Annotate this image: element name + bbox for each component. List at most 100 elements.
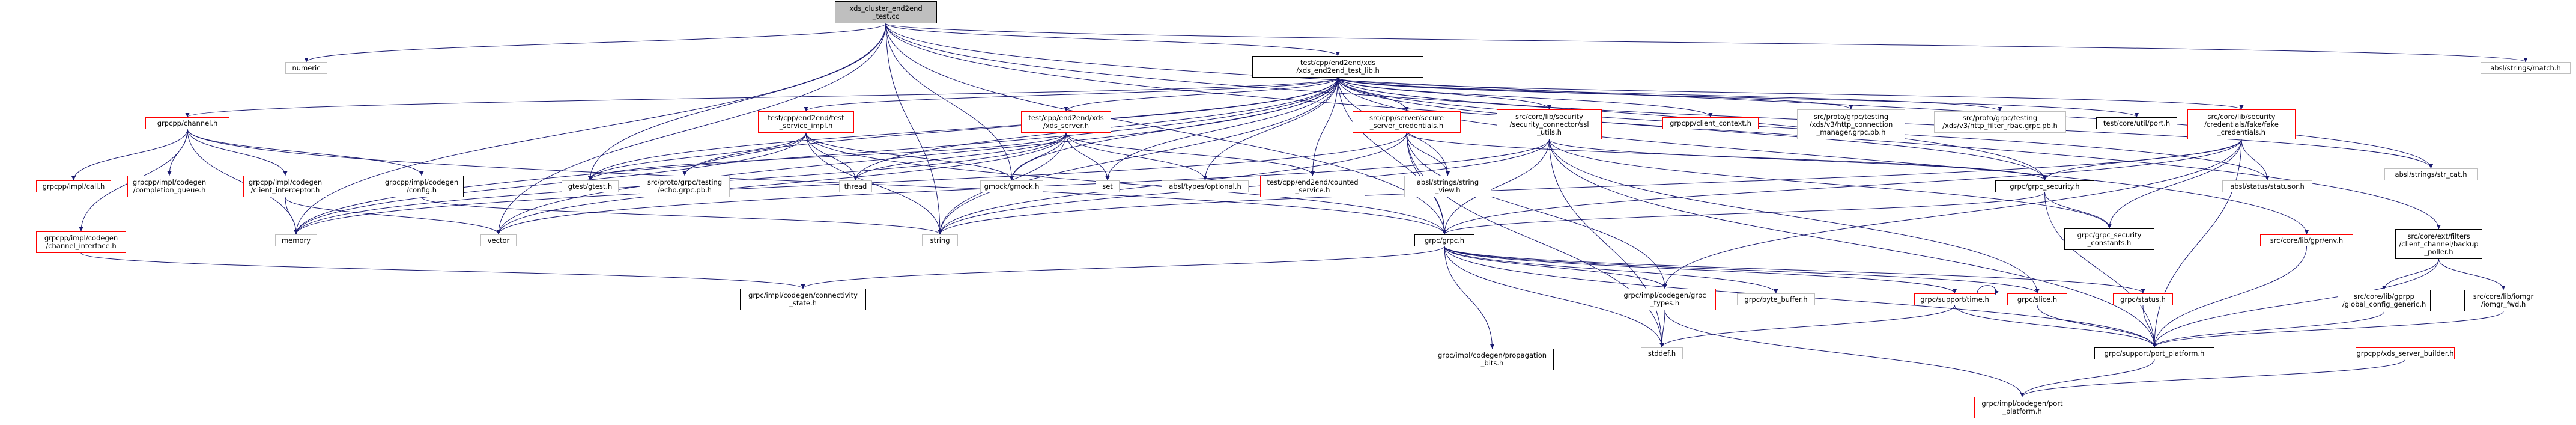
node-label-line: gtest/gtest.h [568,182,613,191]
node-test-port[interactable]: test/core/util/port.h [2096,117,2177,129]
node-http-filter-rbac[interactable]: src/proto/grpc/testing/xds/v3/http_filte… [1934,111,2066,133]
node-statusor[interactable]: absl/status/statusor.h [2222,180,2312,192]
node-set[interactable]: set [1096,180,1120,192]
edge-root-to-numeric [304,23,886,63]
node-label-line: test/core/util/port.h [2103,118,2171,127]
node-secure-server-creds[interactable]: src/cpp/server/secure_server_credentials… [1353,111,1461,133]
edge-xds_test_lib-to-client_context [1338,77,1713,118]
node-absl-match[interactable]: absl/strings/match.h [2481,62,2571,74]
edge-xds_server-to-vector [496,132,1067,235]
node-label-line: test/cpp/end2end/xds [1028,114,1104,122]
edge-xds_server_builder-to-codegen_port_platform [2020,359,2405,397]
node-completion-queue[interactable]: grpcpp/impl/codegen/completion_queue.h [127,176,211,197]
edge-test_service_impl-to-gtest [588,132,807,181]
edge-xds_test_lib-to-channel_h [185,77,1338,118]
node-security-connector[interactable]: src/core/lib/security/security_connector… [1497,109,1602,139]
node-label-line: /channel_interface.h [46,242,117,250]
edge-root-to-str_cat [885,23,2433,169]
edge-security_connector-to-grpc_security_h [1549,139,2047,181]
node-status-h[interactable]: grpc/status.h [2113,293,2173,305]
node-label-line: grpc/support/time.h [1920,295,1989,304]
node-label-line: grpc/support/port_platform.h [2104,349,2205,358]
node-support-time[interactable]: grpc/support/time.h [1914,293,1995,305]
node-label-line: numeric [292,63,321,72]
node-codegen-port-platform[interactable]: grpc/impl/codegen/port_platform.h [1974,397,2070,418]
node-propagation-bits[interactable]: grpc/impl/codegen/propagation_bits.h [1431,349,1554,370]
node-grpc-h[interactable]: grpc/grpc.h [1414,234,1474,246]
edge-status_h-to-port_platform [2142,305,2157,348]
edge-root-to-memory [294,23,886,235]
node-xds-test-lib[interactable]: test/cpp/end2end/xds/xds_end2end_test_li… [1252,56,1423,78]
node-numeric[interactable]: numeric [285,62,327,74]
node-xds-server-builder[interactable]: grpcpp/xds_server_builder.h [2356,347,2455,359]
edge-root-to-gtest [588,23,886,181]
node-label-line: _state.h [789,299,817,307]
node-label-line: set [1102,182,1113,191]
node-channel-interface[interactable]: grpcpp/impl/codegen/channel_interface.h [36,231,126,253]
node-label-line: grpc/impl/codegen/connectivity [748,291,858,299]
node-http-connection-manager[interactable]: src/proto/grpc/testing/xds/v3/http_conne… [1797,109,1905,139]
edge-channel_h-to-config_h [187,129,424,176]
edge-secure_server_creds-to-grpc_types [1406,132,1667,289]
node-global-config[interactable]: src/core/lib/gprpp/global_config_generic… [2338,290,2431,311]
node-client-interceptor[interactable]: grpcpp/impl/codegen/client_interceptor.h [243,176,327,197]
edge-root-to-backup_poller [885,23,2441,230]
node-label-line: _manager.grpc.pb.h [1816,127,1886,136]
node-connectivity-state[interactable]: grpc/impl/codegen/connectivity_state.h [740,289,866,310]
node-xds-server[interactable]: test/cpp/end2end/xds/xds_server.h [1021,111,1111,133]
node-echo-grpc-pb[interactable]: src/proto/grpc/testing/echo.grpc.pb.h [640,176,730,197]
node-impl-call[interactable]: grpcpp/impl/call.h [36,180,111,192]
node-gtest[interactable]: gtest/gtest.h [562,180,619,192]
node-absl-optional[interactable]: absl/types/optional.h [1162,180,1249,192]
edge-security_connector-to-grpc_h [1442,139,1550,235]
node-backup-poller[interactable]: src/core/ext/filters/client_channel/back… [2395,229,2482,259]
node-config-h[interactable]: grpcpp/impl/codegen/config.h [380,176,464,197]
node-label-line: gmock/gmock.h [984,182,1040,191]
node-label-line: memory [281,236,311,245]
edge-grpc_h-to-propagation_bits [1444,246,1494,349]
node-gmock[interactable]: gmock/gmock.h [980,180,1043,192]
edge-iomgr_fwd-to-port_platform [2152,311,2504,348]
node-label-line: grpcpp/channel.h [157,118,218,127]
node-channel-h[interactable]: grpcpp/channel.h [145,117,229,129]
node-gprenv[interactable]: src/core/lib/gpr/env.h [2260,234,2353,246]
node-label-line: grpcpp/impl/call.h [42,182,105,191]
node-str-cat[interactable]: absl/strings/str_cat.h [2384,168,2478,180]
edge-gprenv-to-port_platform [2152,246,2307,348]
node-byte-buffer[interactable]: grpc/byte_buffer.h [1737,293,1815,305]
node-grpc-types[interactable]: grpc/impl/codegen/grpc_types.h [1614,289,1716,310]
edge-grpc_types-to-stddef [1659,310,1665,348]
edge-test_service_impl-to-string [805,132,942,235]
node-iomgr-fwd[interactable]: src/core/lib/iomgr/iomgr_fwd.h [2464,290,2542,311]
node-label-line: src/core/lib/iomgr [2473,292,2534,301]
node-thread[interactable]: thread [839,180,872,192]
node-stddef[interactable]: stddef.h [1641,347,1683,359]
node-string[interactable]: string [922,234,958,246]
node-port-platform[interactable]: grpc/support/port_platform.h [2094,347,2214,359]
node-label-line: /xds_end2end_test_lib.h [1296,66,1380,75]
edge-fake_credentials-to-grpc_security_constants [2107,139,2242,229]
node-label-line: test/cpp/end2end/test [768,114,844,122]
node-grpc-security-h[interactable]: grpc/grpc_security.h [1995,180,2094,192]
node-label-line: src/core/lib/security [2207,112,2276,121]
node-test-service-impl[interactable]: test/cpp/end2end/test_service_impl.h [758,111,854,133]
node-fake-credentials[interactable]: src/core/lib/security/credentials/fake/f… [2187,109,2296,139]
node-client-context[interactable]: grpcpp/client_context.h [1662,117,1759,129]
node-label-line: xds_cluster_end2end [849,4,923,13]
node-counted-service[interactable]: test/cpp/end2end/counted_service.h [1260,176,1365,197]
edge-grpc_h-to-support_time [1444,246,1957,294]
node-slice-h[interactable]: grpc/slice.h [2007,293,2067,305]
node-label-line: absl/strings/string [1416,178,1479,186]
edge-channel_h-to-impl_call [71,129,188,181]
node-grpc-security-constants[interactable]: grpc/grpc_security_constants.h [2064,228,2154,250]
node-label-line: grpcpp/client_context.h [1670,118,1751,127]
edge-root-to-vector [496,23,886,235]
node-vector[interactable]: vector [480,234,517,246]
edge-support_time-to-port_platform [1954,305,2157,348]
edge-test_service_impl-to-gmock [805,132,1014,181]
node-memory[interactable]: memory [275,234,317,246]
node-label-line: src/proto/grpc/testing [1962,114,2038,122]
node-string-view[interactable]: absl/strings/string_view.h [1404,176,1491,197]
node-label-line: grpcpp/xds_server_builder.h [2356,349,2454,358]
